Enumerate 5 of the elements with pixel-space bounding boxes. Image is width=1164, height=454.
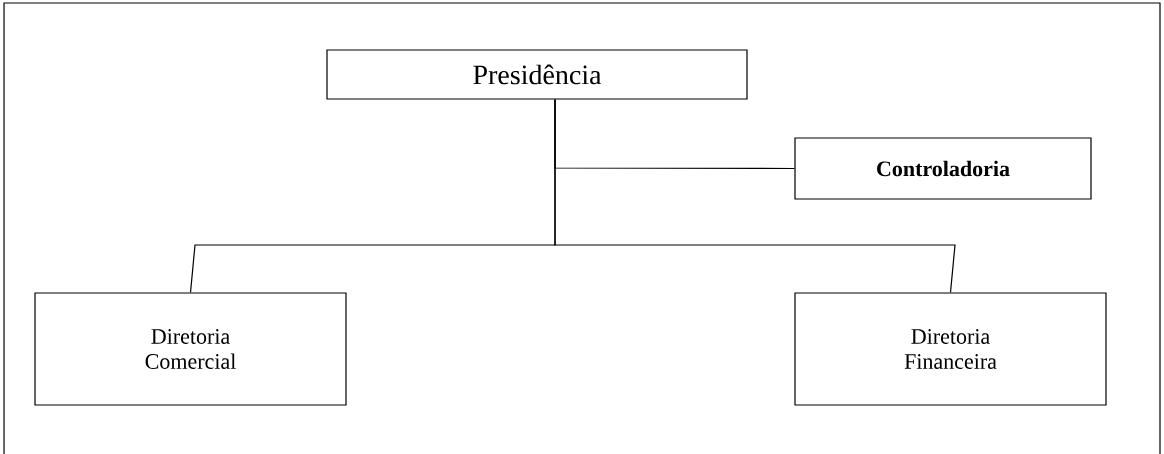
org-box: Presidência: [326, 49, 748, 100]
connector-line: [554, 99, 956, 293]
org-box: Controladoria: [794, 137, 1092, 200]
org-box: Diretoria Financeira: [794, 292, 1107, 406]
org-box: Diretoria Comercial: [34, 292, 347, 406]
